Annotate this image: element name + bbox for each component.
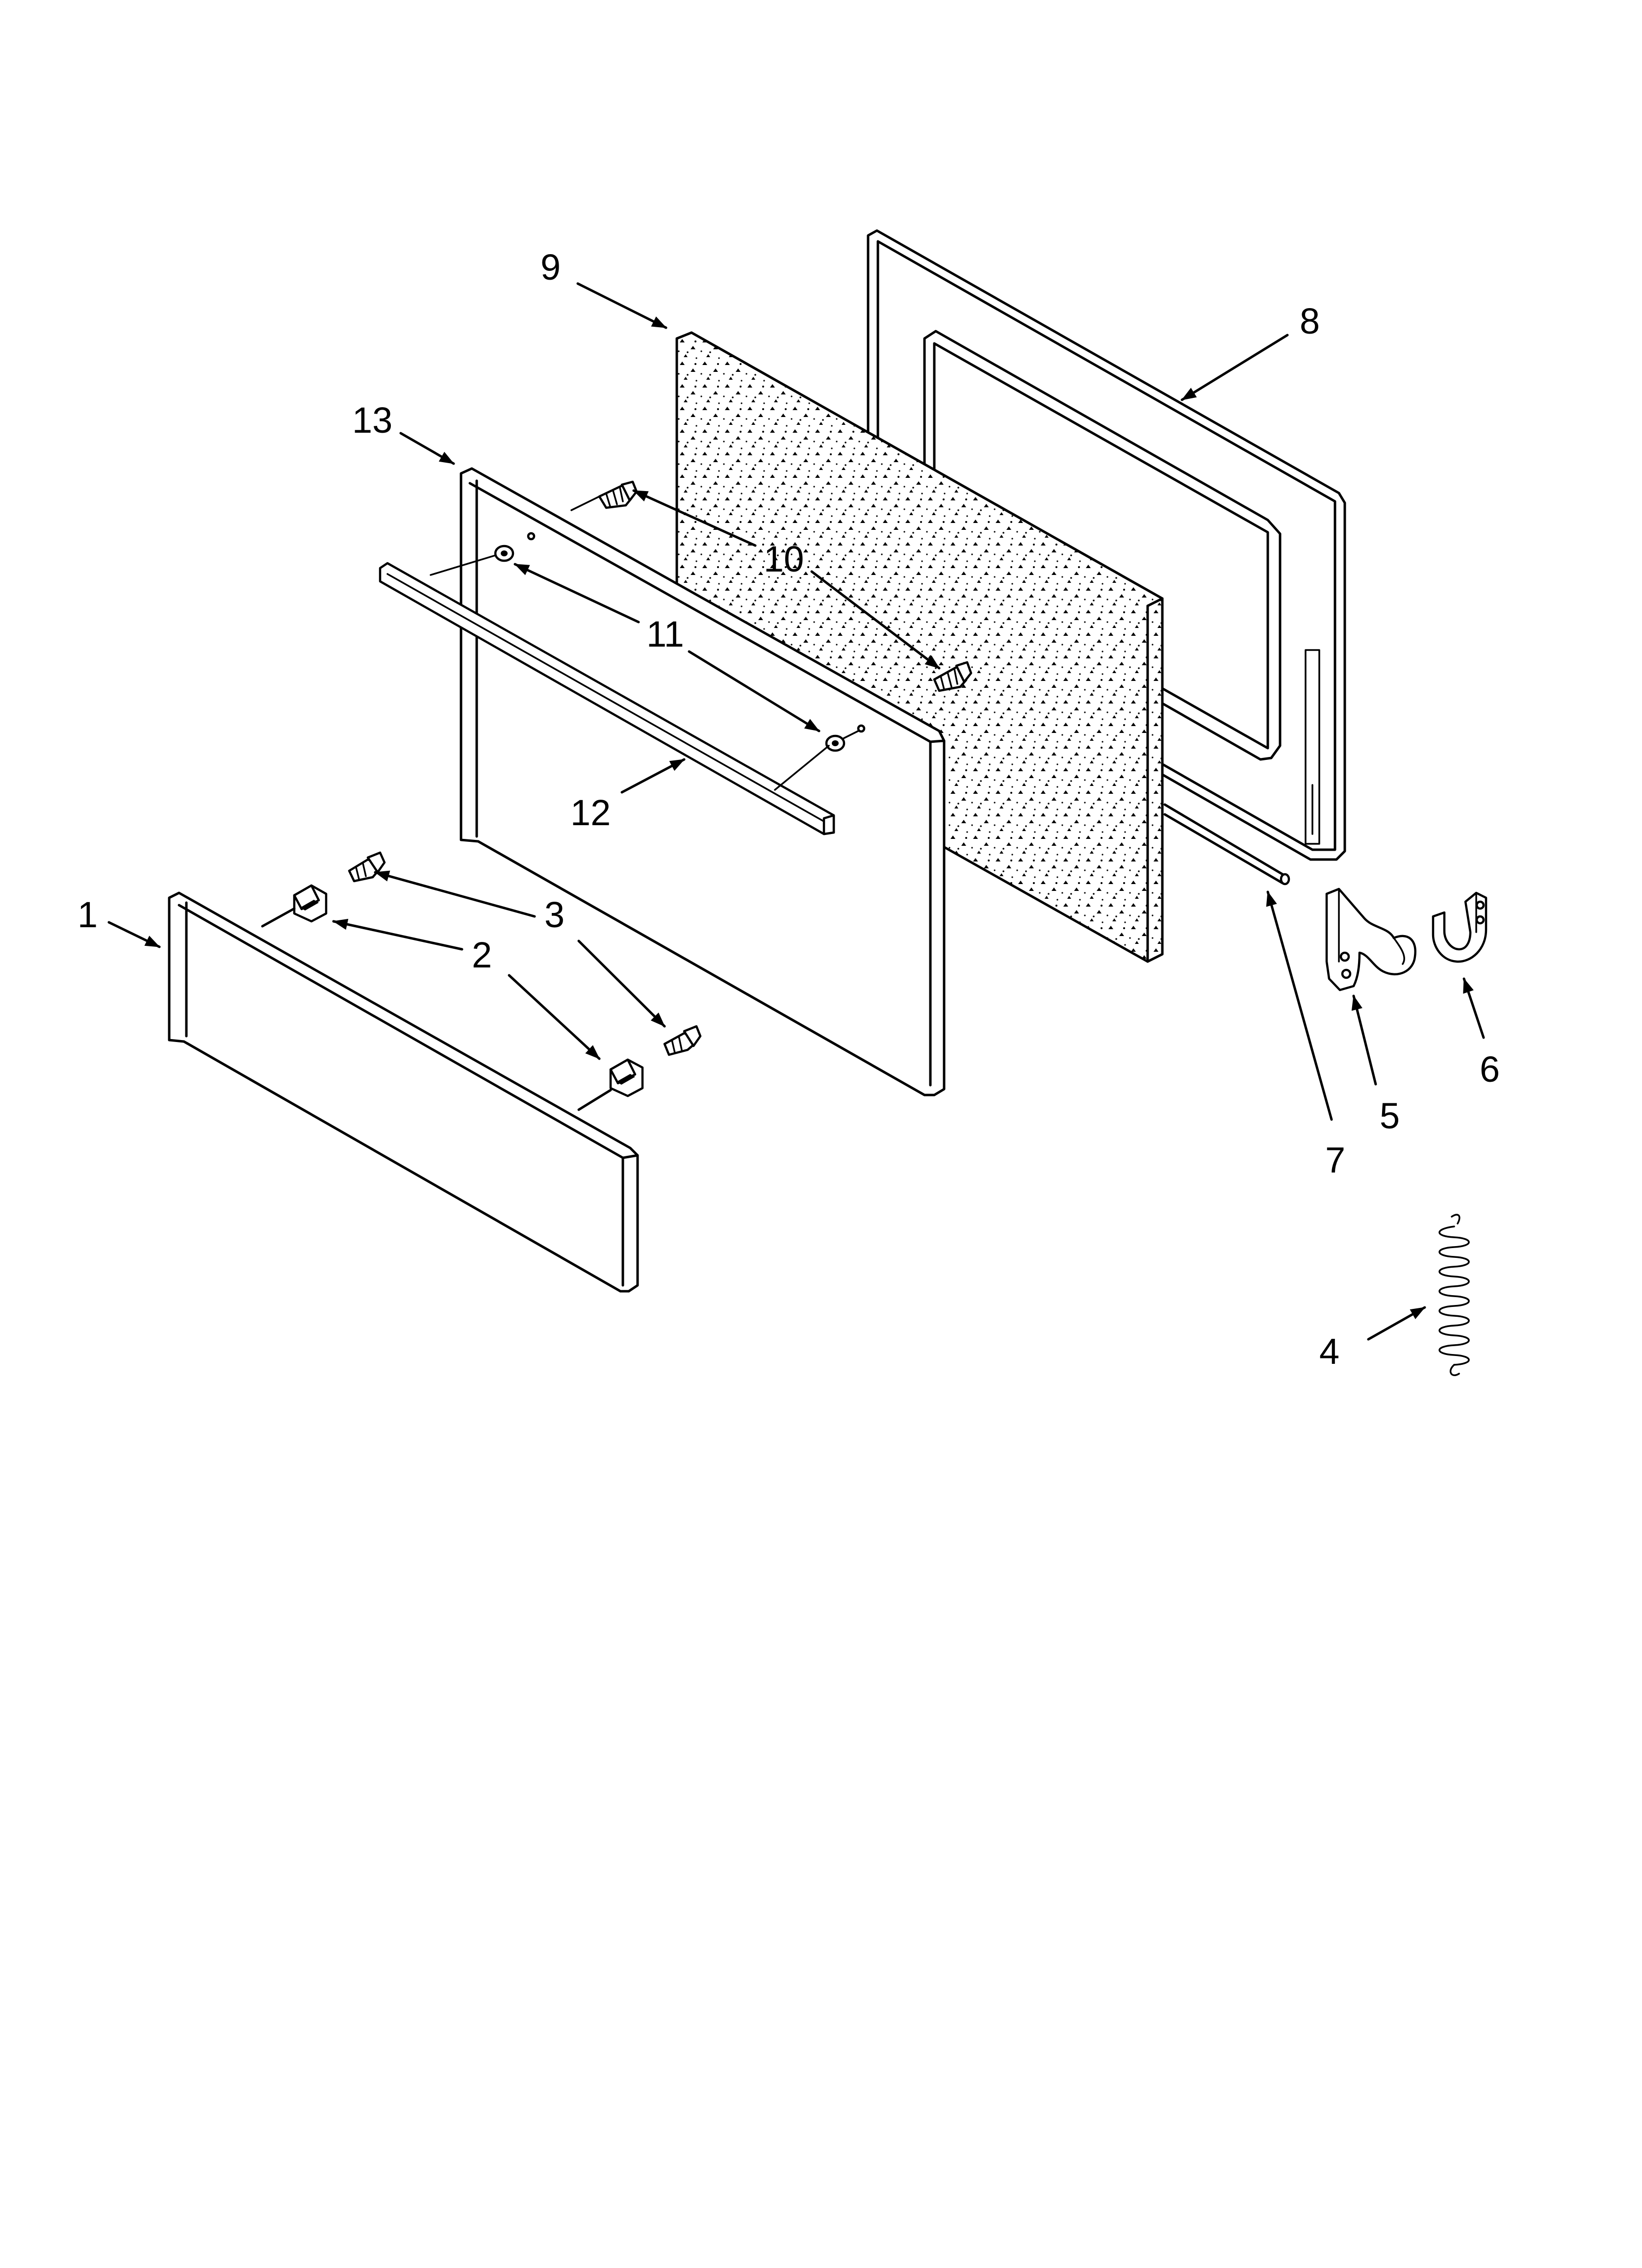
leader-arrow-10-bottom <box>810 570 941 670</box>
hinge-bracket-part-5 <box>1325 887 1417 991</box>
washer-part-11-top <box>494 532 536 562</box>
callout-5: 5 <box>1380 1095 1400 1136</box>
callout-2: 2 <box>472 935 492 975</box>
bracket-part-2-right <box>577 1058 644 1111</box>
leader-arrow-1 <box>107 921 161 948</box>
leader-arrow-11-bottom <box>688 650 821 732</box>
handle-trim-part-12 <box>379 562 835 835</box>
callout-1: 1 <box>77 894 98 935</box>
leader-arrow-6 <box>1462 977 1485 1039</box>
spring-part-4 <box>1438 1214 1470 1376</box>
screw-part-10-bottom <box>933 661 973 692</box>
leader-arrows <box>107 282 1485 1341</box>
assembly-lines <box>430 495 859 791</box>
leader-arrow-8 <box>1180 334 1289 401</box>
screw-part-3-right <box>663 1025 702 1056</box>
callout-11: 11 <box>646 614 684 654</box>
callout-13: 13 <box>352 400 392 441</box>
leader-arrow-2-left <box>332 918 463 951</box>
hinge-bracket-part-6 <box>1432 891 1488 963</box>
callout-4: 4 <box>1319 1331 1339 1372</box>
callout-3: 3 <box>544 894 564 935</box>
drawer-front-part-1 <box>168 891 639 1293</box>
leader-arrow-3-left <box>374 870 536 918</box>
leader-arrow-12 <box>620 758 686 794</box>
leader-arrow-7 <box>1266 890 1333 1121</box>
callout-10: 10 <box>764 539 804 579</box>
leader-arrow-5 <box>1351 994 1377 1086</box>
callout-9: 9 <box>540 247 561 287</box>
callout-6: 6 <box>1480 1049 1500 1090</box>
leader-arrow-3-right <box>577 939 666 1028</box>
callout-labels: 9 8 13 10 11 12 1 3 2 6 5 7 4 <box>77 247 1500 1372</box>
leader-arrow-9 <box>576 282 667 329</box>
leader-arrow-11-top <box>513 563 640 624</box>
callout-7: 7 <box>1325 1140 1345 1180</box>
inner-panel-part-13 <box>460 467 946 1096</box>
screw-part-3-left <box>348 851 386 883</box>
leader-arrow-2-right <box>508 974 601 1060</box>
leader-arrow-13 <box>399 432 455 465</box>
screw-part-10-top <box>598 480 638 509</box>
bracket-part-2-left <box>261 884 328 928</box>
washer-part-11-bottom <box>825 724 866 752</box>
leader-arrow-4 <box>1367 1306 1426 1341</box>
callout-12: 12 <box>570 792 611 833</box>
leader-arrow-10-top <box>632 489 757 547</box>
callout-8: 8 <box>1300 301 1320 341</box>
door-frame-part-8 <box>867 229 1346 861</box>
rod-part-7 <box>1163 803 1290 886</box>
